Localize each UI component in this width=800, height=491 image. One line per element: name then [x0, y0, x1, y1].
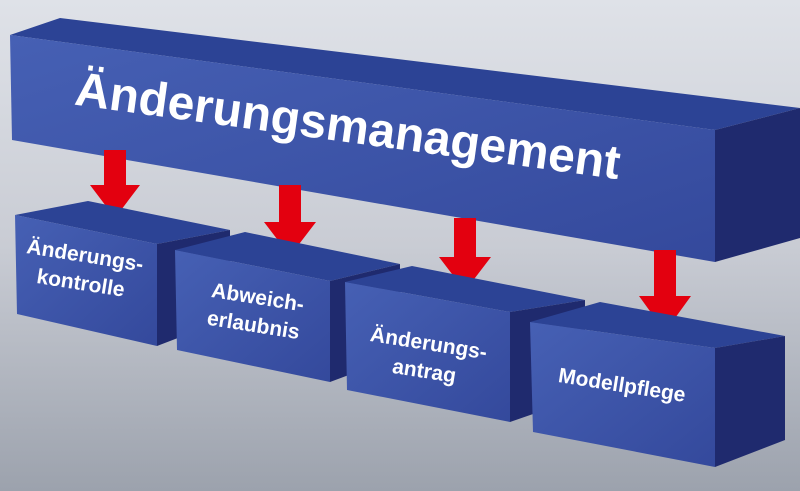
- beam-side-face: [715, 108, 800, 262]
- box-top-face: [15, 201, 230, 244]
- arrow-down-icon: [439, 218, 491, 291]
- arrow-down-icon: [264, 185, 316, 256]
- box-front-face: [15, 215, 157, 346]
- box-top-face: [175, 232, 400, 281]
- box-top-face: [530, 302, 785, 348]
- box-side-face: [715, 336, 785, 467]
- box-modellpflege: Modellpflege: [530, 302, 785, 467]
- box-front-face: [175, 250, 330, 382]
- arrow-down-icon: [639, 250, 691, 332]
- arrow-down-icon: [90, 150, 140, 218]
- box-front-face: [345, 282, 510, 422]
- beam-front-face: [10, 35, 715, 262]
- box-front-face: [530, 322, 715, 467]
- beam-top-face: [10, 18, 800, 130]
- box-top-face: [345, 266, 585, 312]
- arrows: [90, 150, 691, 332]
